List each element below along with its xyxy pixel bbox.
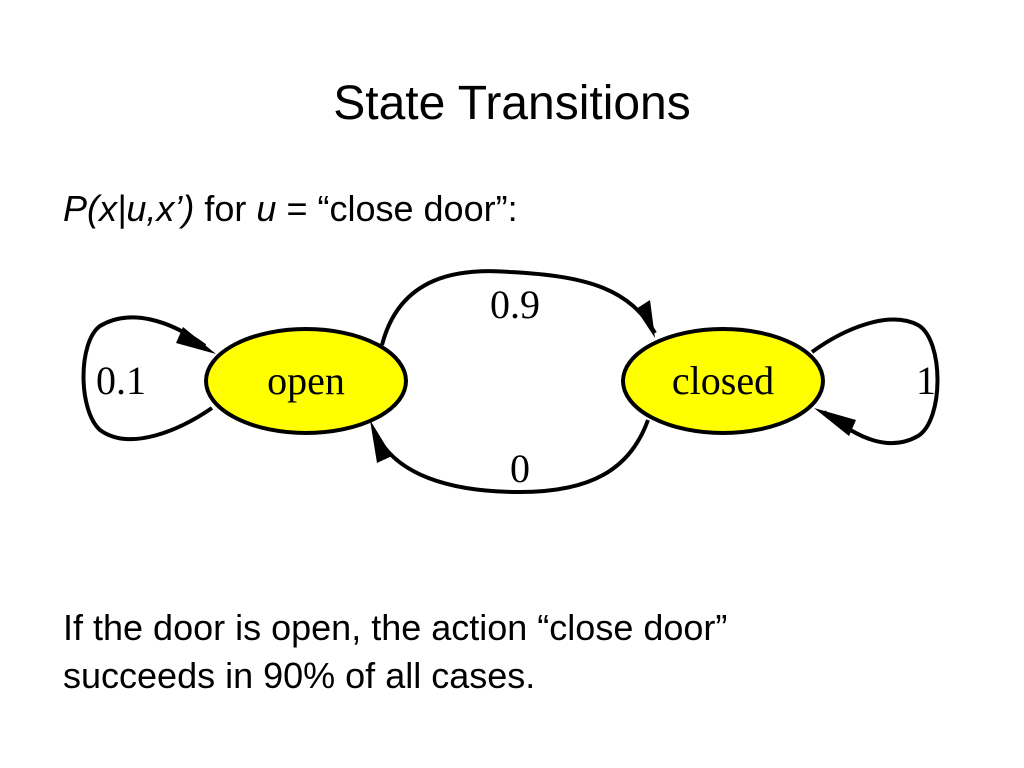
prob-closed-to-open: 0 xyxy=(510,446,530,491)
for-word: for xyxy=(204,188,247,229)
state-open-label: open xyxy=(267,358,345,403)
state-closed-label: closed xyxy=(672,358,774,403)
edge-closed-self-loop xyxy=(810,317,940,446)
subtitle: P(x|u,x’) for u = “close door”: xyxy=(63,186,518,232)
edge-closed-to-open xyxy=(373,419,650,495)
edge-open-self-loop xyxy=(81,315,214,441)
probability-expression: P(x|u,x’) xyxy=(63,188,195,229)
arrowhead-open-to-closed xyxy=(636,300,655,338)
arrowhead-open-self-loop xyxy=(176,327,216,354)
prob-open-to-closed: 0.9 xyxy=(490,282,540,327)
action-value: = “close door”: xyxy=(286,188,518,229)
caption-line-1: If the door is open, the action “close d… xyxy=(63,607,728,648)
caption-line-2: succeeds in 90% of all cases. xyxy=(63,655,536,696)
state-closed-node xyxy=(621,327,825,435)
prob-open-to-open: 0.1 xyxy=(96,358,146,403)
slide-title: State Transitions xyxy=(333,77,691,130)
state-open-node xyxy=(204,327,408,435)
action-variable: u xyxy=(256,188,277,229)
arrowhead-closed-to-open xyxy=(370,420,392,463)
caption: If the door is open, the action “close d… xyxy=(63,604,983,700)
edge-open-to-closed xyxy=(380,269,657,346)
prob-closed-to-closed: 1 xyxy=(916,358,936,403)
arrowhead-closed-self-loop xyxy=(814,408,856,436)
